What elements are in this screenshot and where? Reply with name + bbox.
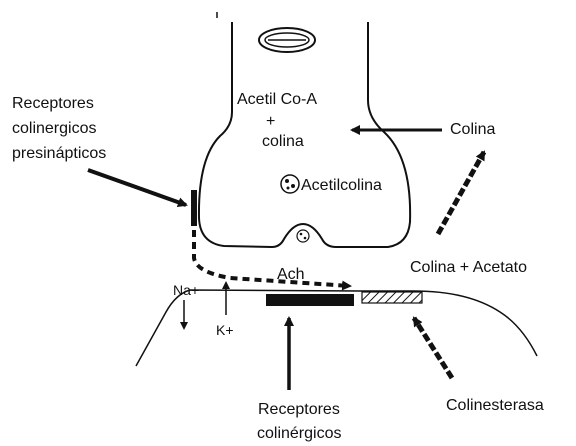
ach-label: Ach — [277, 266, 305, 283]
colina-inside-label: colina — [262, 133, 304, 150]
presynaptic-receptor-bar — [191, 190, 197, 226]
cholinesterase-enzyme — [362, 292, 422, 303]
cholinesterase-arrow — [414, 318, 452, 378]
plus-sign: + — [266, 113, 275, 130]
presynaptic-terminal — [199, 22, 410, 247]
colina-outside-label: Colina — [450, 121, 495, 138]
presynaptic-receptors-label: Receptores colinergicos presinápticos — [12, 95, 106, 162]
colinesterasa-label: Colinesterasa — [446, 397, 544, 414]
colina-acetato-label: Colina + Acetato — [410, 259, 527, 276]
acetylcholine-vesicle-icon — [281, 175, 299, 193]
presynaptic-receptor-arrow — [88, 170, 186, 205]
colina-recycle-arrow — [438, 152, 484, 234]
release-vesicle-icon — [297, 230, 309, 242]
postsynaptic-receptors-label: Receptores colinérgicos — [257, 401, 344, 442]
na-label: Na+ — [173, 282, 199, 298]
ach-release-dashed-arrow — [194, 230, 350, 286]
acetyl-coa-label: Acetil Co-A — [237, 91, 317, 108]
postsynaptic-receptor-bar — [266, 294, 354, 306]
mitochondrion-icon — [259, 28, 315, 52]
acetilcolina-label: Acetilcolina — [301, 177, 382, 194]
k-label: K+ — [216, 322, 234, 338]
